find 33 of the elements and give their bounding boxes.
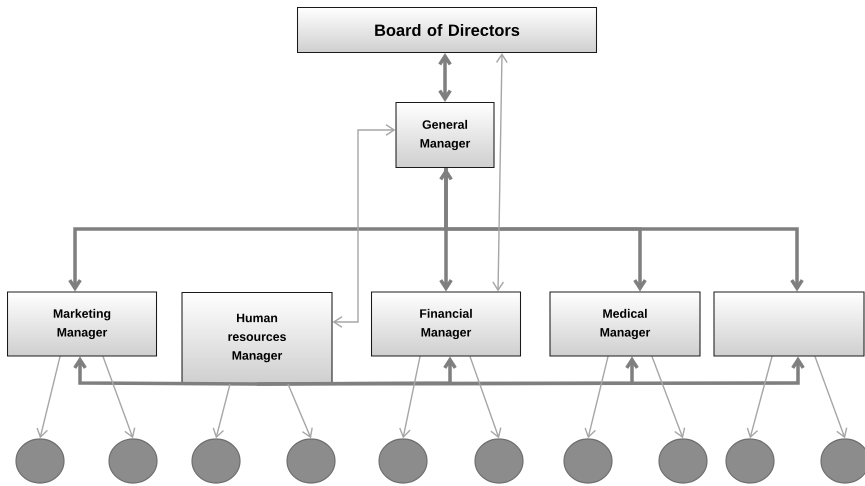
circle bbox=[820, 438, 865, 484]
circle bbox=[658, 438, 708, 484]
position-box: Financial Manager bbox=[370, 291, 522, 357]
circle bbox=[378, 438, 428, 484]
circle bbox=[108, 438, 158, 484]
arrow bbox=[469, 356, 502, 438]
position-box: Board of Directors bbox=[296, 6, 598, 54]
arrow bbox=[438, 53, 452, 102]
circle bbox=[725, 438, 775, 484]
arrow bbox=[584, 356, 609, 438]
arrow bbox=[492, 53, 508, 292]
circle bbox=[15, 438, 65, 484]
arrow bbox=[102, 356, 136, 438]
arrow bbox=[332, 124, 396, 328]
circle bbox=[474, 438, 524, 484]
position-box: General Manager bbox=[395, 102, 495, 168]
arrow bbox=[746, 356, 773, 438]
position-box: Marketing Manager bbox=[6, 291, 158, 357]
circle bbox=[191, 438, 241, 484]
arrow bbox=[287, 384, 313, 438]
arrow bbox=[651, 356, 686, 438]
position-box bbox=[713, 291, 865, 357]
arrow bbox=[257, 356, 805, 386]
arrow bbox=[73, 356, 258, 386]
circle bbox=[563, 438, 613, 484]
arrow bbox=[399, 356, 421, 438]
position-box: Human resources Manager bbox=[181, 292, 333, 384]
circle bbox=[286, 438, 336, 484]
arrow bbox=[212, 384, 231, 438]
arrow bbox=[444, 168, 804, 292]
arrow bbox=[36, 356, 61, 438]
position-box: Medical Manager bbox=[549, 291, 701, 357]
arrow bbox=[814, 356, 848, 438]
